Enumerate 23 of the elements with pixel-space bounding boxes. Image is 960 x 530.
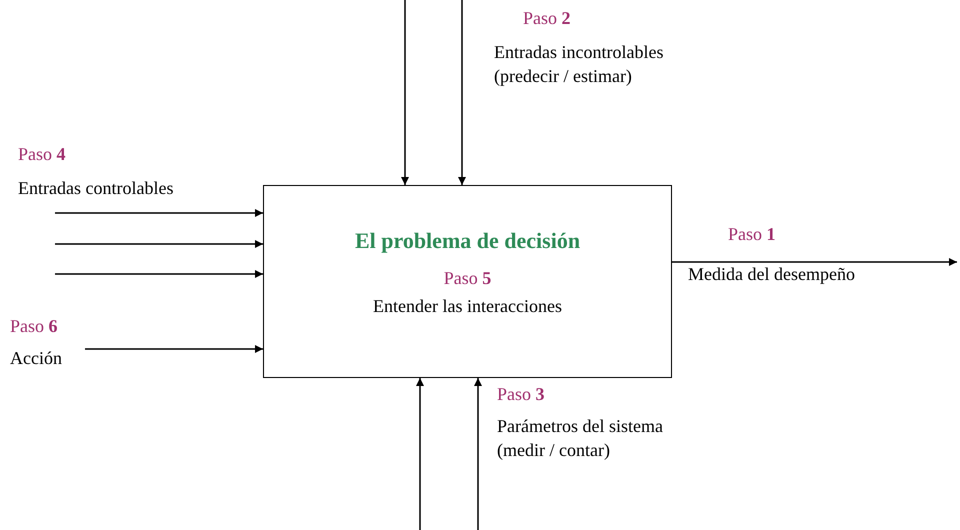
step-label: Paso 1 — [728, 223, 776, 246]
step-label: Paso 3 — [497, 383, 545, 406]
arrow — [85, 345, 263, 353]
step-label: Paso 2 — [523, 7, 571, 30]
step-label: Paso 5 — [442, 268, 492, 289]
arrow — [474, 378, 482, 530]
box-text: Entender las interacciones — [372, 296, 563, 317]
arrow — [416, 378, 424, 530]
arrow — [55, 270, 263, 278]
process-box — [263, 185, 672, 378]
input-label: Entradas incontrolables (predecir / estimar) — [494, 41, 664, 88]
box-title: El problema de decisión — [354, 228, 582, 254]
arrow — [672, 258, 957, 266]
arrow — [401, 0, 409, 185]
arrow — [458, 0, 466, 185]
input-label: Entradas controlables — [18, 177, 174, 200]
action-label: Acción — [10, 348, 63, 369]
arrow — [55, 240, 263, 248]
arrow — [55, 209, 263, 217]
step-label: Paso 6 — [10, 316, 59, 337]
parameter-label: Parámetros del sistema (medir / contar) — [497, 415, 664, 462]
step-label: Paso 4 — [18, 143, 66, 166]
output-label: Medida del desempeño — [688, 263, 855, 286]
